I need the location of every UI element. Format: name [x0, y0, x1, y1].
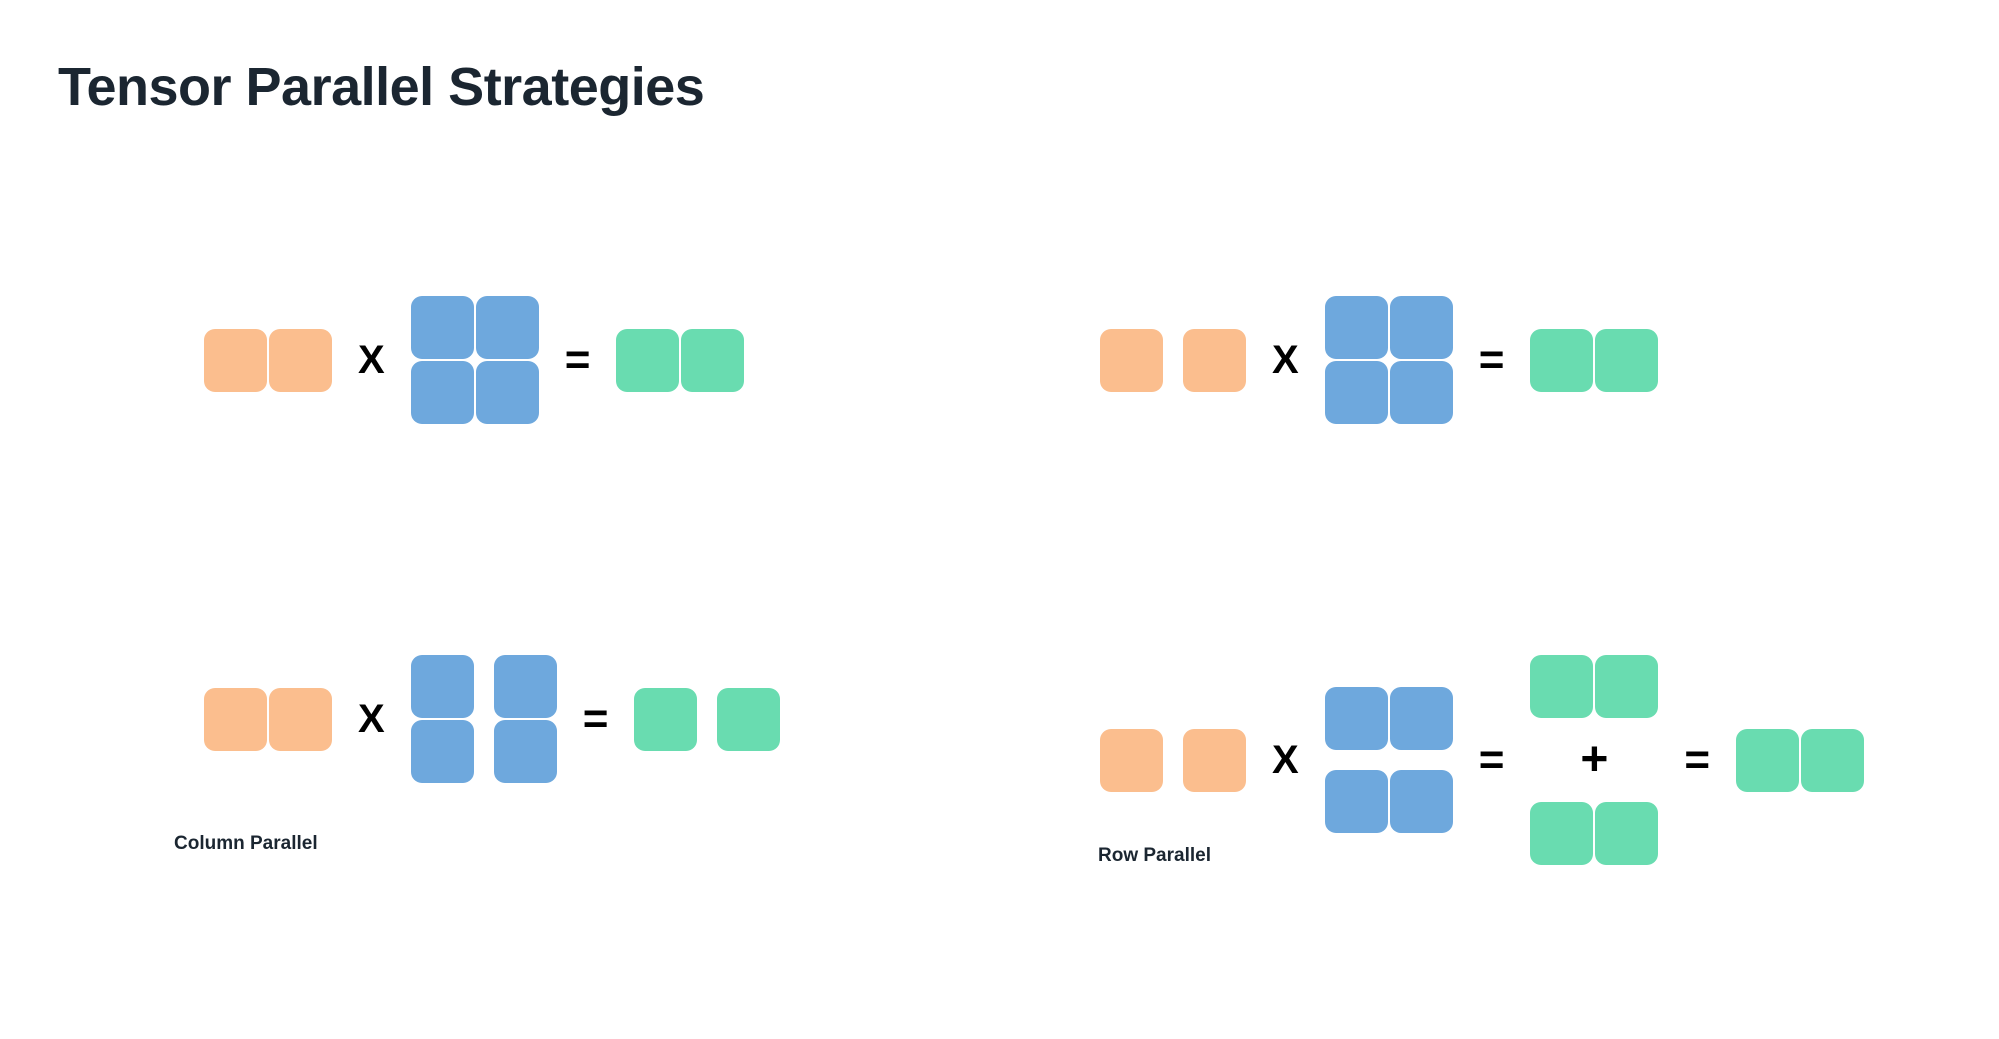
matrix-row	[410, 361, 539, 424]
equation: X = +	[1100, 655, 1865, 865]
matrix-cell	[1324, 687, 1388, 750]
partial-output-matrix-green	[1530, 655, 1659, 718]
matrix-cell	[616, 328, 680, 392]
matrix-row	[1530, 655, 1659, 718]
matrix-cell	[717, 687, 781, 751]
matrix-row	[1530, 328, 1659, 392]
matrix-cell	[1801, 728, 1865, 792]
matrix-cell	[1324, 361, 1388, 424]
matrix-row	[634, 687, 781, 751]
equals-operator: =	[1684, 735, 1711, 784]
matrix-cell	[1736, 728, 1800, 792]
equals-operator: =	[1478, 335, 1505, 384]
matrix-cell	[1595, 802, 1659, 865]
matrix-cell	[410, 296, 474, 359]
matrix-cell	[1389, 770, 1453, 833]
matrix-cell	[634, 687, 698, 751]
matrix-cell	[1595, 328, 1659, 392]
matrix-cell	[1324, 296, 1388, 359]
equals-operator: =	[564, 335, 591, 384]
matrix-row	[410, 296, 539, 359]
caption-row-parallel: Row Parallel	[1098, 845, 1211, 866]
matrix-row	[410, 655, 557, 718]
matrix-cell	[204, 687, 267, 751]
equation: X =	[204, 655, 781, 783]
multiply-operator: X	[358, 338, 385, 382]
matrix-cell	[681, 328, 745, 392]
input-matrix-orange-column-sharded	[1100, 728, 1246, 792]
matrix-cell	[204, 328, 267, 392]
matrix-cell	[1183, 728, 1246, 792]
matrix-cell	[410, 720, 474, 783]
input-matrix-orange-column-sharded	[1100, 328, 1246, 392]
matrix-cell	[269, 328, 332, 392]
matrix-row	[410, 720, 557, 783]
matrix-row	[1324, 296, 1453, 359]
matrix-cell	[1100, 728, 1163, 792]
matrix-cell	[410, 655, 474, 718]
matrix-cell	[1595, 655, 1659, 718]
matrix-cell	[1389, 361, 1453, 424]
matrix-row	[1736, 728, 1865, 792]
matrix-cell	[269, 687, 332, 751]
matrix-cell	[1530, 328, 1594, 392]
weight-matrix-blue	[410, 296, 539, 424]
matrix-cell	[1324, 770, 1388, 833]
equals-operator: =	[582, 694, 609, 743]
page-title: Tensor Parallel Strategies	[58, 57, 705, 117]
diagram-row-parallel-sharded: X = +	[1100, 655, 1865, 865]
matrix-cell	[475, 361, 539, 424]
matrix-row	[1324, 361, 1453, 424]
caption-column-parallel: Column Parallel	[174, 833, 318, 854]
diagram-column-parallel-unsharded: X =	[204, 296, 745, 424]
input-matrix-orange	[204, 687, 332, 751]
weight-matrix-blue-row-sharded	[1324, 687, 1453, 833]
matrix-row	[1530, 802, 1659, 865]
matrix-cell	[493, 720, 557, 783]
weight-matrix-blue-column-sharded	[410, 655, 557, 783]
matrix-cell	[1389, 687, 1453, 750]
output-matrix-green	[1736, 728, 1865, 792]
multiply-operator: X	[1272, 738, 1299, 782]
partial-sum-stack: +	[1530, 655, 1659, 865]
input-matrix-orange	[204, 328, 332, 392]
multiply-operator: X	[358, 697, 385, 741]
matrix-cell	[1389, 296, 1453, 359]
matrix-row	[204, 687, 332, 751]
diagram-row-parallel-unsharded: X =	[1100, 296, 1659, 424]
matrix-row	[616, 328, 745, 392]
equation: X =	[204, 296, 745, 424]
matrix-row	[1324, 687, 1453, 750]
matrix-row	[1100, 728, 1246, 792]
output-matrix-green	[1530, 328, 1659, 392]
matrix-cell	[1530, 655, 1594, 718]
matrix-cell	[410, 361, 474, 424]
matrix-row	[1100, 328, 1246, 392]
multiply-operator: X	[1272, 338, 1299, 382]
output-matrix-green	[616, 328, 745, 392]
plus-operator: +	[1580, 733, 1609, 786]
equation: X =	[1100, 296, 1659, 424]
matrix-row	[1324, 770, 1453, 833]
matrix-cell	[493, 655, 557, 718]
matrix-cell	[475, 296, 539, 359]
matrix-row	[204, 328, 332, 392]
diagram-column-parallel-sharded: X =	[204, 655, 781, 783]
weight-matrix-blue	[1324, 296, 1453, 424]
partial-output-matrix-green	[1530, 802, 1659, 865]
equals-operator: =	[1478, 735, 1505, 784]
matrix-cell	[1530, 802, 1594, 865]
output-matrix-green-column-sharded	[634, 687, 781, 751]
matrix-cell	[1100, 328, 1163, 392]
matrix-cell	[1183, 328, 1246, 392]
